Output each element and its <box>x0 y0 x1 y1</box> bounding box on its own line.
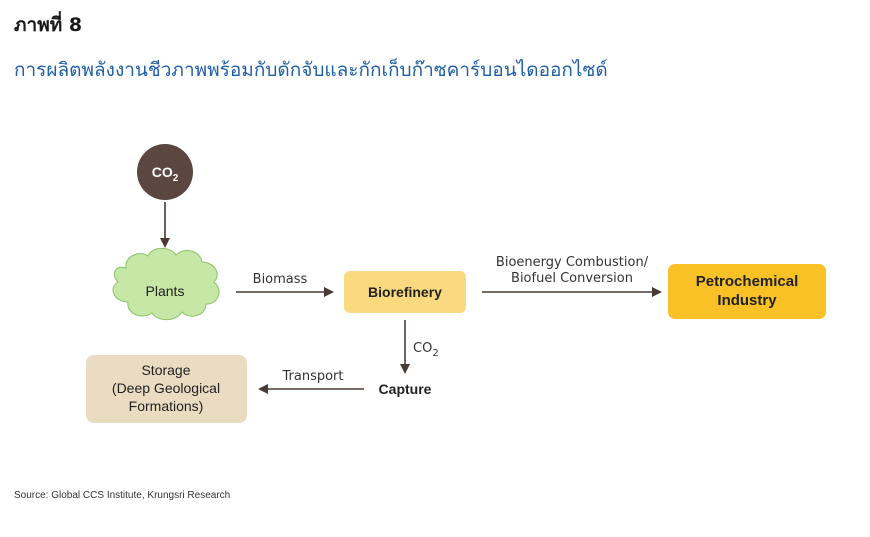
capture-co2-label: CO <box>413 341 432 356</box>
biorefinery-node: Biorefinery <box>344 271 466 313</box>
storage-label-line1: Storage <box>141 362 190 378</box>
figure-title: การผลิตพลังงานชีวภาพพร้อมกับดักจับและกัก… <box>14 59 608 81</box>
petrochemical-label-line1: Petrochemical <box>696 273 799 290</box>
co2-source-node: CO2 <box>137 144 193 200</box>
biomass-label: Biomass <box>253 272 308 287</box>
storage-label-line3: Formations) <box>129 398 204 414</box>
transport-label: Transport <box>281 369 343 384</box>
plants-label: Plants <box>146 283 185 299</box>
source-note: Source: Global CCS Institute, Krungsri R… <box>14 490 231 501</box>
svg-text:CO2: CO2 <box>413 341 439 359</box>
petrochemical-node: Petrochemical Industry <box>668 264 826 319</box>
capture-co2-subscript: 2 <box>432 348 438 359</box>
combustion-label-line2: Biofuel Conversion <box>511 271 633 286</box>
co2-source-label: CO <box>152 164 173 180</box>
svg-text:CO2: CO2 <box>152 164 179 184</box>
capture-node-label: Capture <box>379 381 432 397</box>
storage-node: Storage (Deep Geological Formations) <box>86 355 247 423</box>
combustion-label-line1: Bioenergy Combustion/ <box>496 255 649 270</box>
petrochemical-label-line2: Industry <box>717 292 777 309</box>
figure-label: ภาพที่ 8 <box>14 14 83 36</box>
storage-label-line2: (Deep Geological <box>112 380 220 396</box>
plants-node: Plants <box>112 247 220 321</box>
co2-source-subscript: 2 <box>173 173 179 184</box>
biorefinery-label: Biorefinery <box>368 284 442 300</box>
